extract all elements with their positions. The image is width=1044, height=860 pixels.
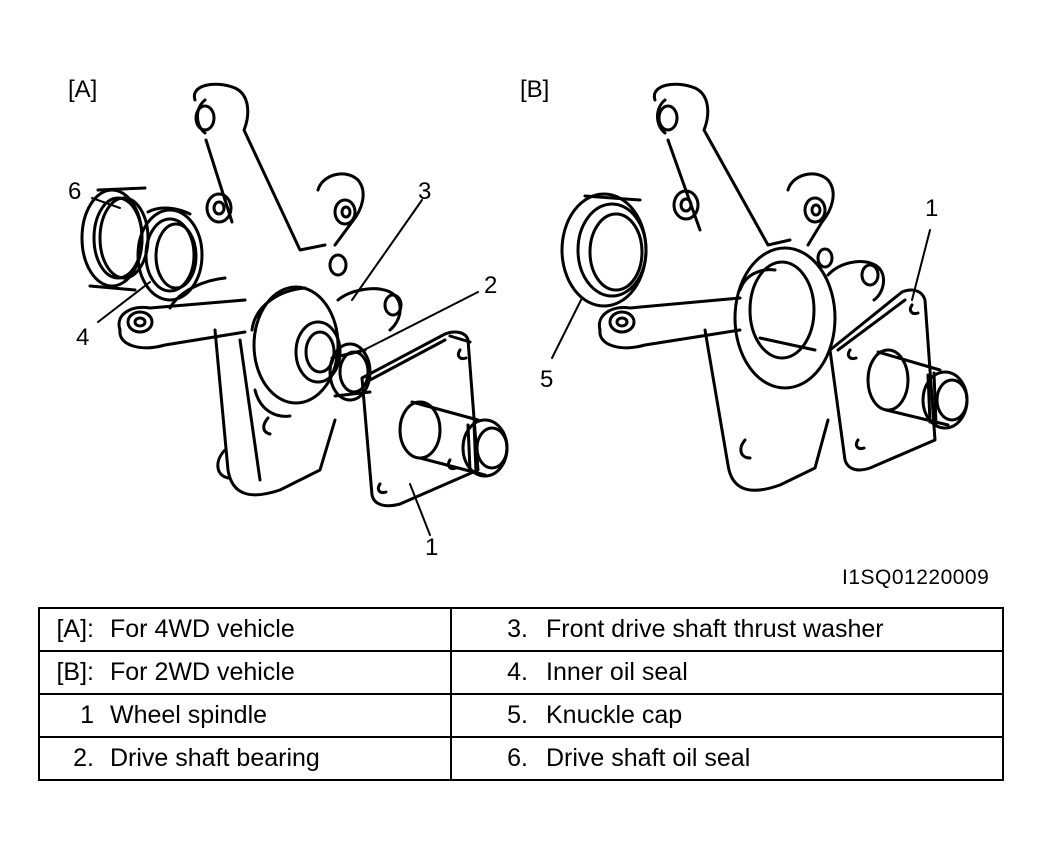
panel-a-drawing	[80, 82, 509, 536]
legend-text: Inner oil seal	[546, 658, 688, 686]
callout-a-4: 4	[76, 324, 90, 351]
panel-b-drawing	[551, 82, 969, 492]
legend-key: 2.	[73, 744, 94, 772]
legend-key: 1	[80, 701, 94, 729]
legend-text: Front drive shaft thrust washer	[546, 615, 884, 643]
legend-row: [A]: For 4WD vehicle 3. Front drive shaft …	[38, 607, 1004, 652]
legend-text: For 4WD vehicle	[110, 615, 295, 643]
legend-key: [B]:	[56, 658, 94, 686]
legend-text: For 2WD vehicle	[110, 658, 295, 686]
legend-key: 6.	[507, 744, 528, 772]
legend-key: 5.	[507, 701, 528, 729]
callout-a-6: 6	[68, 178, 82, 205]
legend-text: Knuckle cap	[546, 701, 683, 729]
legend-row: 2. Drive shaft bearing 6. Drive shaft oil …	[38, 736, 1004, 781]
legend-row: [B]: For 2WD vehicle 4. Inner oil seal	[38, 650, 1004, 695]
knuckle-illustration	[80, 82, 969, 536]
callout-a-3: 3	[418, 178, 432, 205]
legend-key: [A]:	[56, 615, 94, 643]
callout-a-2: 2	[484, 272, 498, 299]
legend-cell-right: 3. Front drive shaft thrust washer	[450, 607, 1004, 652]
legend-text: Wheel spindle	[110, 701, 268, 729]
callout-b-5: 5	[540, 366, 554, 393]
legend-key: 4.	[507, 658, 528, 686]
legend-text: Drive shaft bearing	[110, 744, 320, 772]
legend-key: 3.	[507, 615, 528, 643]
legend-text: Drive shaft oil seal	[546, 744, 751, 772]
panel-a-label: [A]	[68, 76, 98, 103]
figure-code: I1SQ01220009	[842, 566, 990, 589]
callout-b-1: 1	[925, 195, 939, 222]
legend-cell-left: 1 Wheel spindle	[38, 693, 452, 738]
legend-cell-left: [A]: For 4WD vehicle	[38, 607, 452, 652]
legend-table: [A]: For 4WD vehicle 3. Front drive shaft …	[38, 607, 1004, 781]
panel-b-label: [B]	[520, 76, 550, 103]
legend-cell-left: 2. Drive shaft bearing	[38, 736, 452, 781]
legend-cell-right: 4. Inner oil seal	[450, 650, 1004, 695]
legend-row: 1 Wheel spindle 5. Knuckle cap	[38, 693, 1004, 738]
legend-cell-right: 6. Drive shaft oil seal	[450, 736, 1004, 781]
legend-cell-left: [B]: For 2WD vehicle	[38, 650, 452, 695]
callout-a-1: 1	[425, 534, 439, 561]
legend-cell-right: 5. Knuckle cap	[450, 693, 1004, 738]
